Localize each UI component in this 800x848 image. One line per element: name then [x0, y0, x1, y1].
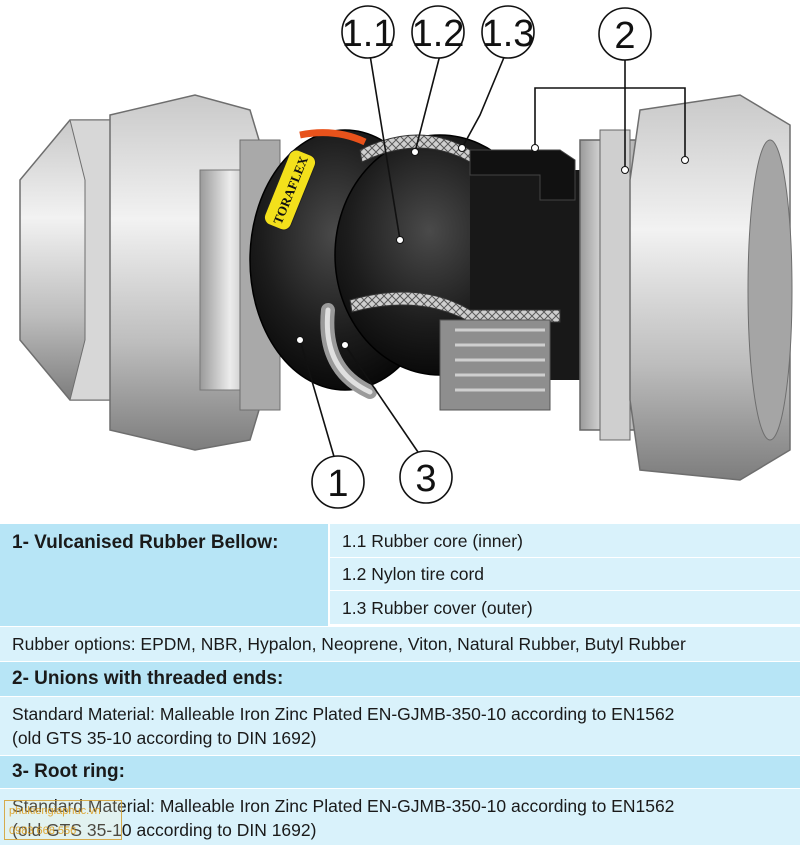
section1-items: 1.1 Rubber core (inner) 1.2 Nylon tire c…: [330, 524, 800, 626]
left-union-nut: [19, 94, 281, 451]
callout-1-1-label: 1.1: [342, 13, 395, 55]
section3-text: Standard Material: Malleable Iron Zinc P…: [0, 789, 800, 845]
watermark-stamp: phukiengiaphuc.vn 0983 668 556: [4, 800, 122, 840]
expansion-joint-diagram: TORAFLEX 1.1: [19, 5, 793, 509]
callout-2: 2: [598, 7, 652, 61]
callout-1: 1: [311, 455, 365, 509]
section1-options: Rubber options: EPDM, NBR, Hypalon, Neop…: [0, 627, 800, 661]
leader-dots: [296, 144, 689, 349]
section2-line-1: Standard Material: Malleable Iron Zinc P…: [12, 704, 675, 724]
callout-1-label: 1: [327, 463, 348, 505]
callout-1-3-label: 1.3: [482, 13, 535, 55]
callout-1-3: 1.3: [481, 5, 535, 59]
callout-1-2: 1.2: [411, 5, 465, 59]
section3-header: 3- Root ring:: [0, 756, 800, 788]
callout-3-label: 3: [415, 458, 436, 500]
spec-table: 1- Vulcanised Rubber Bellow: 1.1 Rubber …: [0, 524, 800, 845]
section1-block: 1- Vulcanised Rubber Bellow: 1.1 Rubber …: [0, 524, 800, 627]
leader-lines: [299, 54, 686, 461]
section1-item-2: 1.2 Nylon tire cord: [330, 558, 800, 591]
section1-item-1: 1.1 Rubber core (inner): [330, 524, 800, 558]
section3-line-2: (old GTS 35-10 according to DIN 1692): [12, 820, 317, 840]
threaded-union-end: [439, 94, 793, 481]
callout-3: 3: [399, 450, 453, 504]
section3-header-row: 3- Root ring:: [0, 756, 800, 789]
watermark-line-1: phukiengiaphuc.vn: [9, 805, 101, 817]
watermark-line-2: 0983 668 556: [9, 825, 77, 837]
section2-line-2: (old GTS 35-10 according to DIN 1692): [12, 728, 317, 748]
section1-header: 1- Vulcanised Rubber Bellow:: [0, 524, 330, 626]
root-ring: [320, 303, 377, 399]
section2-text: Standard Material: Malleable Iron Zinc P…: [0, 697, 800, 755]
callout-2-label: 2: [614, 15, 635, 57]
callout-1-2-label: 1.2: [412, 13, 465, 55]
callout-1-1: 1.1: [341, 5, 395, 59]
section1-item-3: 1.3 Rubber cover (outer): [330, 591, 800, 624]
section1-options-row: Rubber options: EPDM, NBR, Hypalon, Neop…: [0, 627, 800, 662]
section3-text-row: Standard Material: Malleable Iron Zinc P…: [0, 789, 800, 845]
section2-header-row: 2- Unions with threaded ends:: [0, 662, 800, 697]
section2-text-row: Standard Material: Malleable Iron Zinc P…: [0, 697, 800, 756]
section3-line-1: Standard Material: Malleable Iron Zinc P…: [12, 796, 675, 816]
section2-header: 2- Unions with threaded ends:: [0, 662, 800, 696]
